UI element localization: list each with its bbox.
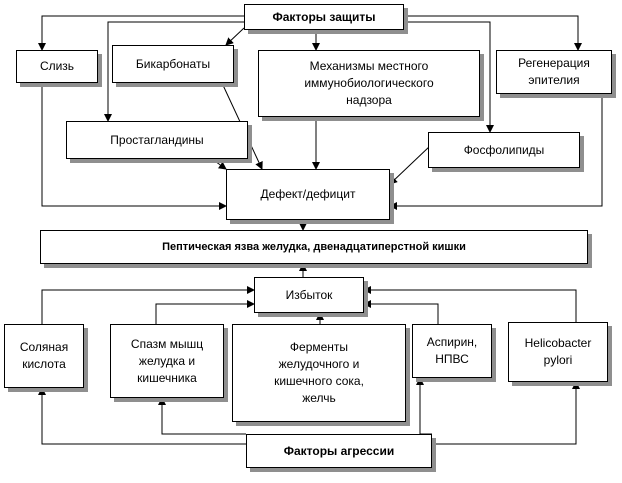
arrow-defense-to-phospholipids [404,21,494,133]
arrow-defense-to-mucus [38,15,244,51]
arrow-regeneration-to-deficit [389,94,603,210]
excess-box: Избыток [254,277,364,313]
arrow-aspirin-to-excess [363,300,439,324]
arrow-helicobacter-to-excess [363,286,577,322]
helicobacter-label: Helicobacter pylori [524,336,592,367]
arrow-aggression-to-spasm [158,397,246,435]
muscle-spasm-label: Спазм мышц желудка и кишечника [130,336,204,385]
mucus-box: Слизь [16,50,98,83]
helicobacter-box: Helicobacter pylori [508,322,608,382]
arrow-aggression-to-helicobacter [432,381,580,445]
immune-surveillance-label: Механизмы местного иммунобиологического … [304,59,434,107]
enzymes-label: Ферменты желудочного и кишечного сока, ж… [274,340,364,405]
deficit-label: Дефект/дефицит [260,187,356,201]
phospholipids-label: Фосфолипиды [463,142,545,157]
defense-factors-label: Факторы защиты [272,9,376,24]
enzymes-box: Ферменты желудочного и кишечного сока, ж… [232,324,406,422]
bicarbonates-label: Бикарбонаты [135,56,211,71]
deficit-box: Дефект/дефицит [226,169,390,220]
arrow-defense-to-prostaglandins [104,21,244,122]
arrow-hcl-to-excess [41,286,255,324]
hydrochloric-acid-label: Соляная кислота [19,340,69,371]
aggression-factors-box: Факторы агрессии [246,434,432,468]
arrow-prostaglandins-to-deficit [211,158,227,170]
arrow-phospholipids-to-deficit [389,145,431,185]
prostaglandins-box: Простагландины [66,121,248,159]
immune-surveillance-box: Механизмы местного иммунобиологического … [258,50,480,117]
peptic-ulcer-label: Пептическая язва желудка, двенадцатиперс… [162,240,466,253]
phospholipids-box: Фосфолипиды [428,132,580,168]
mucus-label: Слизь [39,59,75,73]
prostaglandins-label: Простагландины [110,132,204,147]
hydrochloric-acid-box: Соляная кислота [4,324,84,388]
epithelial-regeneration-label: Регенерация эпителия [518,56,590,87]
muscle-spasm-box: Спазм мышц желудка и кишечника [110,324,224,398]
arrow-defense-to-regeneration [404,15,582,51]
arrow-aggression-to-hcl [38,387,246,445]
arrow-spasm-to-excess [155,300,255,324]
defense-factors-box: Факторы защиты [244,4,404,30]
peptic-ulcer-box: Пептическая язва желудка, двенадцатиперс… [40,230,588,264]
arrow-mucus-to-deficit [41,83,227,210]
arrow-aggression-to-aspirin [416,377,432,435]
aggression-factors-label: Факторы агрессии [283,443,395,458]
aspirin-nsaid-label: Аспирин, НПВС [426,335,478,366]
excess-label: Избыток [285,287,333,302]
epithelial-regeneration-box: Регенерация эпителия [496,50,612,94]
aspirin-nsaid-box: Аспирин, НПВС [412,324,492,378]
arrow-defense-to-bicarbonates [225,27,245,46]
bicarbonates-box: Бикарбонаты [112,45,234,83]
